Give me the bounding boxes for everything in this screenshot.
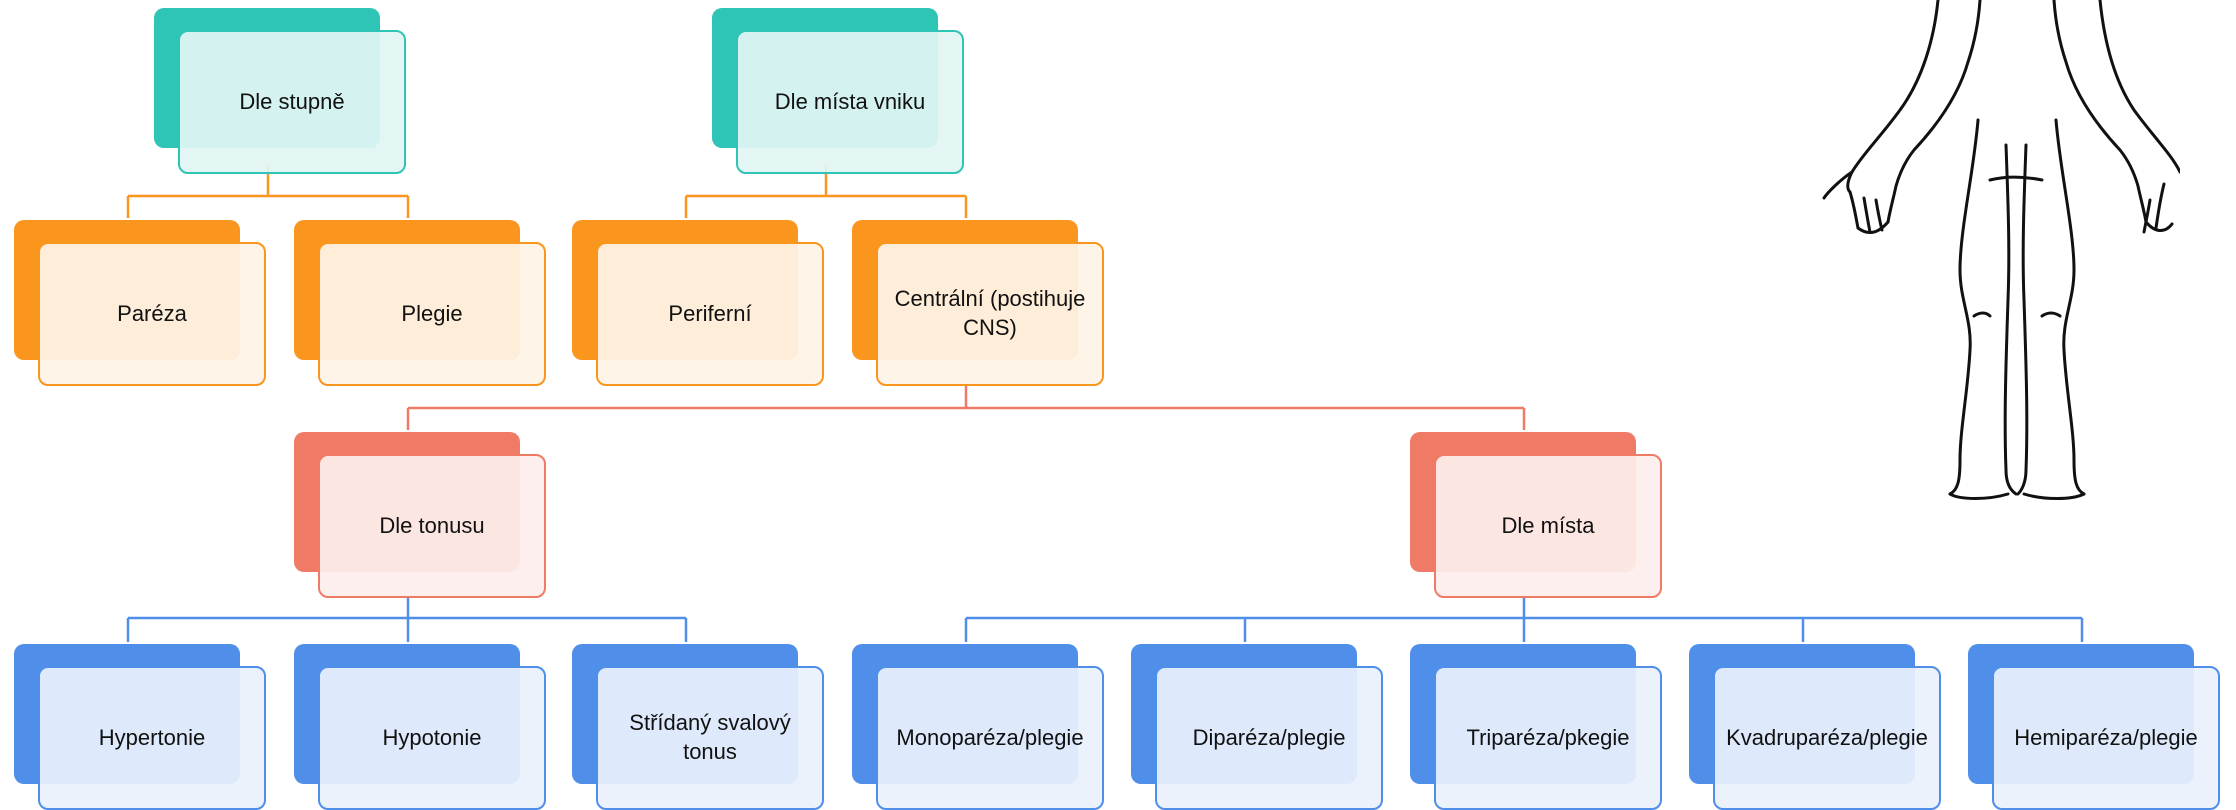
connector-centralni bbox=[406, 384, 1526, 430]
connector-stupne bbox=[126, 166, 410, 218]
connector-misto bbox=[964, 596, 2084, 642]
human-body-icon bbox=[1822, 0, 2180, 500]
node-label: Centrální (postihuje CNS) bbox=[876, 242, 1104, 386]
node-label: Dle stupně bbox=[178, 30, 406, 174]
node-label: Triparéza/pkegie bbox=[1434, 666, 1662, 810]
node-label: Diparéza/plegie bbox=[1155, 666, 1383, 810]
node-label: Střídaný svalový tonus bbox=[596, 666, 824, 810]
node-label: Kvadruparéza/plegie bbox=[1713, 666, 1941, 810]
node-label: Plegie bbox=[318, 242, 546, 386]
node-label: Hypertonie bbox=[38, 666, 266, 810]
node-label: Dle místa bbox=[1434, 454, 1662, 598]
connector-tonus bbox=[126, 596, 688, 642]
node-label: Paréza bbox=[38, 242, 266, 386]
node-label: Periferní bbox=[596, 242, 824, 386]
node-label: Dle místa vniku bbox=[736, 30, 964, 174]
node-label: Hemiparéza/plegie bbox=[1992, 666, 2220, 810]
node-label: Dle tonusu bbox=[318, 454, 546, 598]
node-label: Monoparéza/plegie bbox=[876, 666, 1104, 810]
node-label: Hypotonie bbox=[318, 666, 546, 810]
